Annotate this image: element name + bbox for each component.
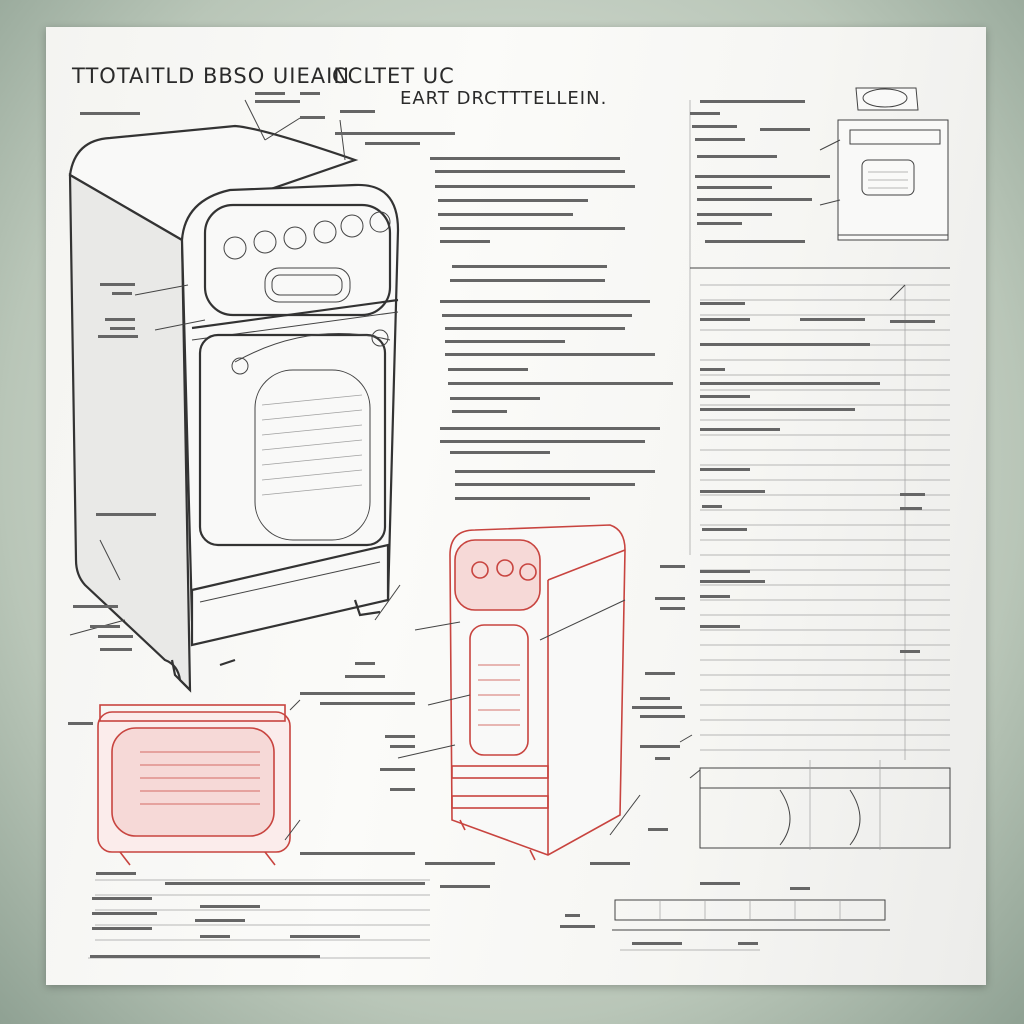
bottom-left-table (88, 879, 430, 959)
oven-interior-drawing (97, 699, 301, 866)
sheet-title-left: TTOTAITLD BBSO UIEAIN (72, 64, 351, 88)
main-oven-callouts (69, 99, 401, 636)
sheet-title-right: EART DRCTTTELLEIN. (400, 88, 608, 109)
red-oven-drawing (449, 524, 626, 861)
annotation-scribbles (68, 92, 935, 958)
bottom-right-dimension (612, 899, 890, 951)
sheet-title-mid: CCLTET UC (332, 64, 455, 88)
red-oven-callouts (397, 599, 641, 836)
main-oven-drawing (68, 124, 400, 693)
small-oven-drawing (819, 87, 949, 241)
section-plan (679, 734, 951, 850)
